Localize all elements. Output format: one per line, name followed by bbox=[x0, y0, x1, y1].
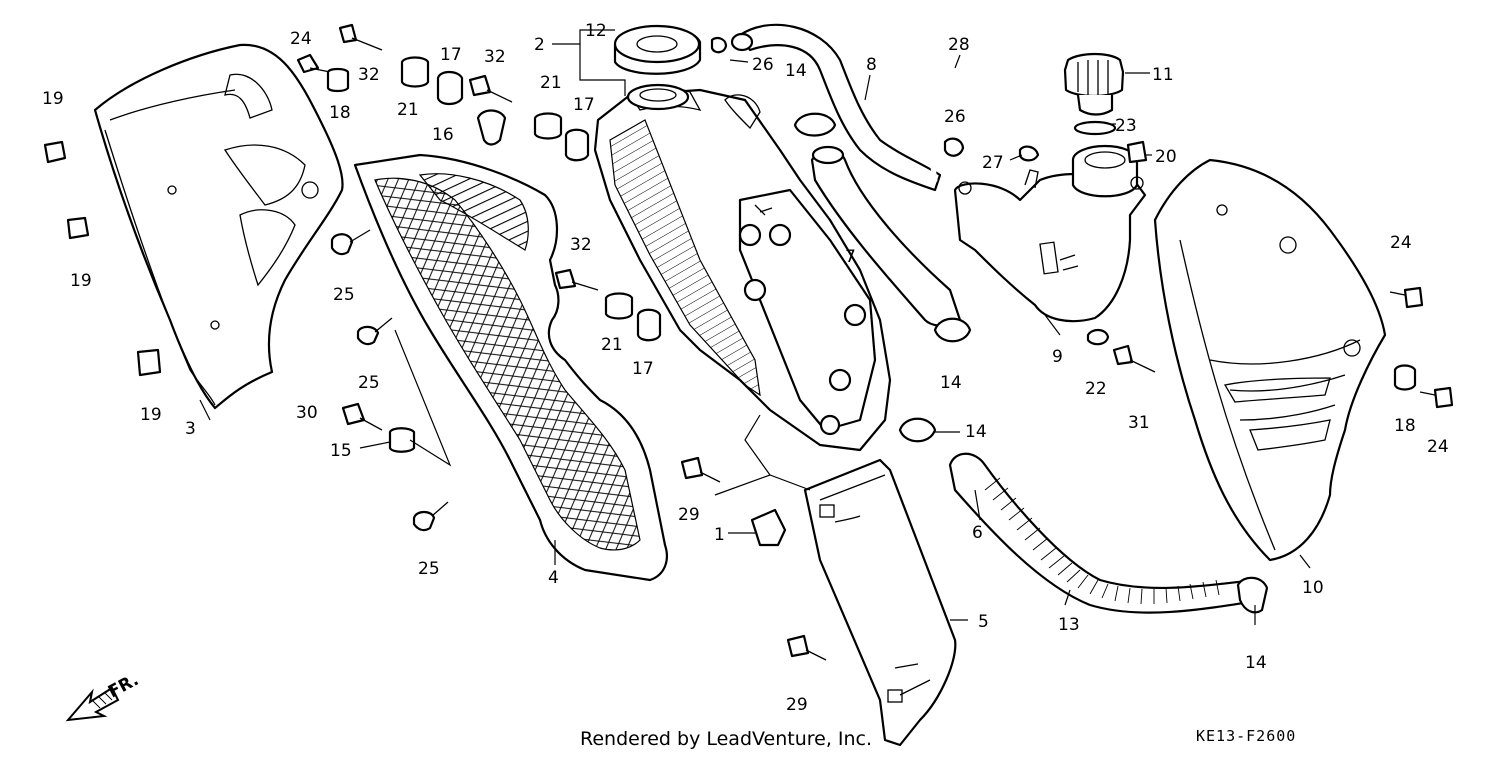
reserve-tank-cap bbox=[1063, 52, 1125, 116]
callout-32-a: 32 bbox=[358, 65, 380, 85]
callout-20: 20 bbox=[1155, 147, 1177, 167]
callout-15: 15 bbox=[330, 441, 352, 461]
callout-16: 16 bbox=[432, 125, 454, 145]
radiator bbox=[593, 83, 892, 452]
callout-18-a: 18 bbox=[329, 103, 351, 123]
callout-23: 23 bbox=[1115, 116, 1137, 136]
o-ring bbox=[1073, 120, 1117, 136]
callout-27: 27 bbox=[982, 153, 1004, 173]
leader-lines bbox=[199, 29, 1311, 625]
callout-14-top: 14 bbox=[785, 61, 807, 81]
callout-22: 22 bbox=[1085, 379, 1107, 399]
radiator-cap bbox=[613, 24, 702, 75]
callout-28: 28 bbox=[948, 35, 970, 55]
callout-32-b: 32 bbox=[484, 47, 506, 67]
front-direction-arrow: FR. bbox=[65, 670, 142, 722]
callout-30: 30 bbox=[296, 403, 318, 423]
callout-29-b: 29 bbox=[786, 695, 808, 715]
diagram-code: KE13-F2600 bbox=[1196, 727, 1297, 745]
callout-26-b: 26 bbox=[944, 107, 966, 127]
callout-21-c: 21 bbox=[601, 335, 623, 355]
hose-clamp bbox=[793, 112, 1269, 614]
callout-21-a: 21 bbox=[397, 100, 419, 120]
lower-shroud-plate bbox=[803, 458, 957, 747]
callout-14-mid: 14 bbox=[940, 373, 962, 393]
callout-19-a: 19 bbox=[42, 89, 64, 109]
callout-8: 8 bbox=[866, 55, 877, 75]
fasteners bbox=[43, 23, 1454, 661]
callout-2: 2 bbox=[534, 35, 545, 55]
callout-19-b: 19 bbox=[70, 271, 92, 291]
callout-4: 4 bbox=[548, 568, 559, 588]
reserve-tank bbox=[953, 144, 1147, 323]
callout-12: 12 bbox=[585, 21, 607, 41]
right-shroud bbox=[1153, 158, 1387, 562]
callout-13: 13 bbox=[1058, 615, 1080, 635]
callout-24-c: 24 bbox=[1427, 437, 1449, 457]
callout-labels: 1 2 3 4 5 6 7 8 9 10 11 12 13 14 14 14 1… bbox=[42, 21, 1449, 715]
corrugated-hose bbox=[948, 452, 1264, 614]
callout-31: 31 bbox=[1128, 413, 1150, 433]
callout-1: 1 bbox=[714, 525, 725, 545]
callout-9: 9 bbox=[1052, 347, 1063, 367]
callout-25-a: 25 bbox=[333, 285, 355, 305]
callout-18-b: 18 bbox=[1394, 416, 1416, 436]
clip-part-1 bbox=[750, 508, 787, 547]
callout-21-b: 21 bbox=[540, 73, 562, 93]
callout-14-right: 14 bbox=[965, 422, 987, 442]
callout-11: 11 bbox=[1152, 65, 1174, 85]
callout-3: 3 bbox=[185, 419, 196, 439]
callout-25-c: 25 bbox=[418, 559, 440, 579]
callout-25-b: 25 bbox=[358, 373, 380, 393]
left-shroud bbox=[93, 43, 344, 410]
callout-14-bottom: 14 bbox=[1245, 653, 1267, 673]
callout-17-a: 17 bbox=[440, 45, 462, 65]
callout-26-a: 26 bbox=[752, 55, 774, 75]
callout-5: 5 bbox=[978, 612, 989, 632]
callout-29-a: 29 bbox=[678, 505, 700, 525]
overflow-tube bbox=[925, 60, 1048, 333]
upper-radiator-hose bbox=[730, 23, 942, 192]
callout-19-c: 19 bbox=[140, 405, 162, 425]
callout-32-c: 32 bbox=[570, 235, 592, 255]
callout-24-a: 24 bbox=[290, 29, 312, 49]
radiator-grille bbox=[353, 153, 668, 582]
callout-24-b: 24 bbox=[1390, 233, 1412, 253]
credit-text: Rendered by LeadVenture, Inc. bbox=[580, 728, 873, 750]
callout-17-c: 17 bbox=[632, 359, 654, 379]
callout-10: 10 bbox=[1302, 578, 1324, 598]
callout-17-b: 17 bbox=[573, 95, 595, 115]
callout-6: 6 bbox=[972, 523, 983, 543]
callout-7: 7 bbox=[845, 247, 856, 267]
